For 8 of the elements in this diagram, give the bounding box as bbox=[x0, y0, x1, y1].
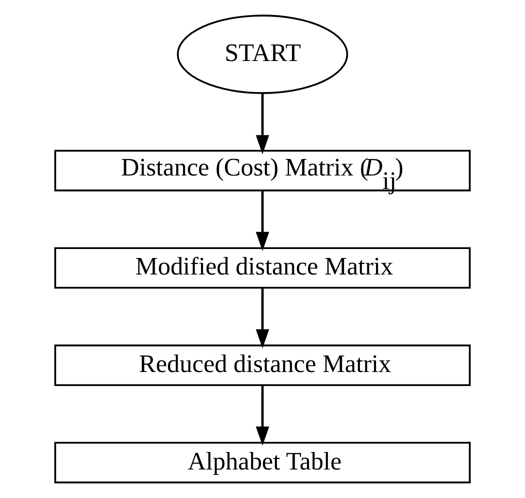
arrow bbox=[256, 385, 270, 446]
arrow bbox=[256, 190, 270, 252]
node-box: Alphabet Table bbox=[54, 442, 471, 484]
node-ellipse: START bbox=[176, 14, 348, 94]
node-box: Reduced distance Matrix bbox=[54, 344, 471, 386]
node-box: Modified distance Matrix bbox=[54, 247, 471, 289]
arrow bbox=[256, 288, 270, 348]
arrow bbox=[256, 94, 270, 154]
